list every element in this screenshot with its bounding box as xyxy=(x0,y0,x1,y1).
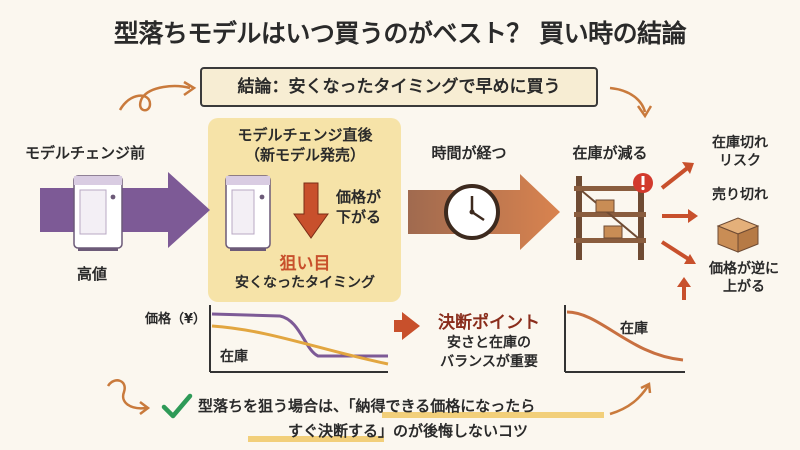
tip-line2: すぐ決断する」のが後悔しないコツ xyxy=(287,422,528,440)
air-purifier-icon xyxy=(225,175,271,251)
box-icon xyxy=(716,217,760,253)
curved-arrow-left xyxy=(118,80,197,112)
target-sub-label: 安くなったタイミング xyxy=(235,275,375,291)
price-drop-line1: 価格が xyxy=(336,188,382,206)
decision-arrow xyxy=(394,312,420,340)
curved-arrow-right xyxy=(609,86,653,119)
risk-arrows xyxy=(660,162,698,300)
risk-label: 在庫切れ リスク xyxy=(690,134,790,170)
clock-icon xyxy=(444,184,500,240)
tip-underline xyxy=(248,436,384,442)
stock-chart xyxy=(564,305,685,373)
risk-label: 売り切れ xyxy=(690,186,790,204)
price-chart xyxy=(209,305,389,373)
air-purifier-icon xyxy=(73,175,123,251)
risk-line: 在庫切れ xyxy=(712,135,768,151)
risk-line: リスク xyxy=(719,153,761,169)
conclusion-banner: 結論：安くなったタイミングで早めに買う xyxy=(200,67,598,107)
stock-line xyxy=(211,324,389,366)
price-line xyxy=(211,312,388,358)
risk-line: 売り切れ xyxy=(712,187,768,203)
decision-point-line1: 安さと在庫の xyxy=(447,335,531,351)
before-label: モデルチェンジ前 xyxy=(24,144,145,162)
purple-arrow xyxy=(40,172,210,248)
price-drop-line2: 下がる xyxy=(336,208,382,226)
warehouse-shelf-icon xyxy=(574,176,646,260)
risk-line: 上がる xyxy=(723,279,765,295)
decision-point-line2: バランスが重要 xyxy=(440,354,538,370)
tip-line1: 型落ちを狙う場合は、「納得できる価格になったら xyxy=(198,397,536,415)
time-label: 時間が経つ xyxy=(431,144,507,162)
price-down-arrow xyxy=(293,182,329,239)
stock-decrease-label: 在庫が減る xyxy=(572,144,648,162)
tip-underline xyxy=(382,412,604,418)
target-label: 狙い目 xyxy=(279,254,331,274)
price-axis-label: 価格（¥） xyxy=(144,312,206,327)
high-price-label: 高値 xyxy=(76,265,107,283)
check-icon xyxy=(161,393,193,419)
alert-icon xyxy=(633,173,653,193)
after-label-line1: モデルチェンジ直後 xyxy=(237,126,373,144)
after-label-line2: （新モデル発売） xyxy=(244,146,365,164)
bottom-curved-arrow-right xyxy=(609,382,652,416)
risk-label: 価格が逆に 上がる xyxy=(694,260,794,296)
page-title: 型落ちモデルはいつ買うのがベスト？ 買い時の結論 xyxy=(113,19,687,48)
stock-chart-label: 在庫 xyxy=(620,321,648,337)
decision-point-title: 決断ポイント xyxy=(438,313,540,333)
bottom-curved-arrow-left xyxy=(106,379,151,415)
price-chart-stock-label: 在庫 xyxy=(220,349,248,365)
stock-decline-line xyxy=(566,310,684,362)
risk-line: 価格が逆に xyxy=(709,261,779,277)
